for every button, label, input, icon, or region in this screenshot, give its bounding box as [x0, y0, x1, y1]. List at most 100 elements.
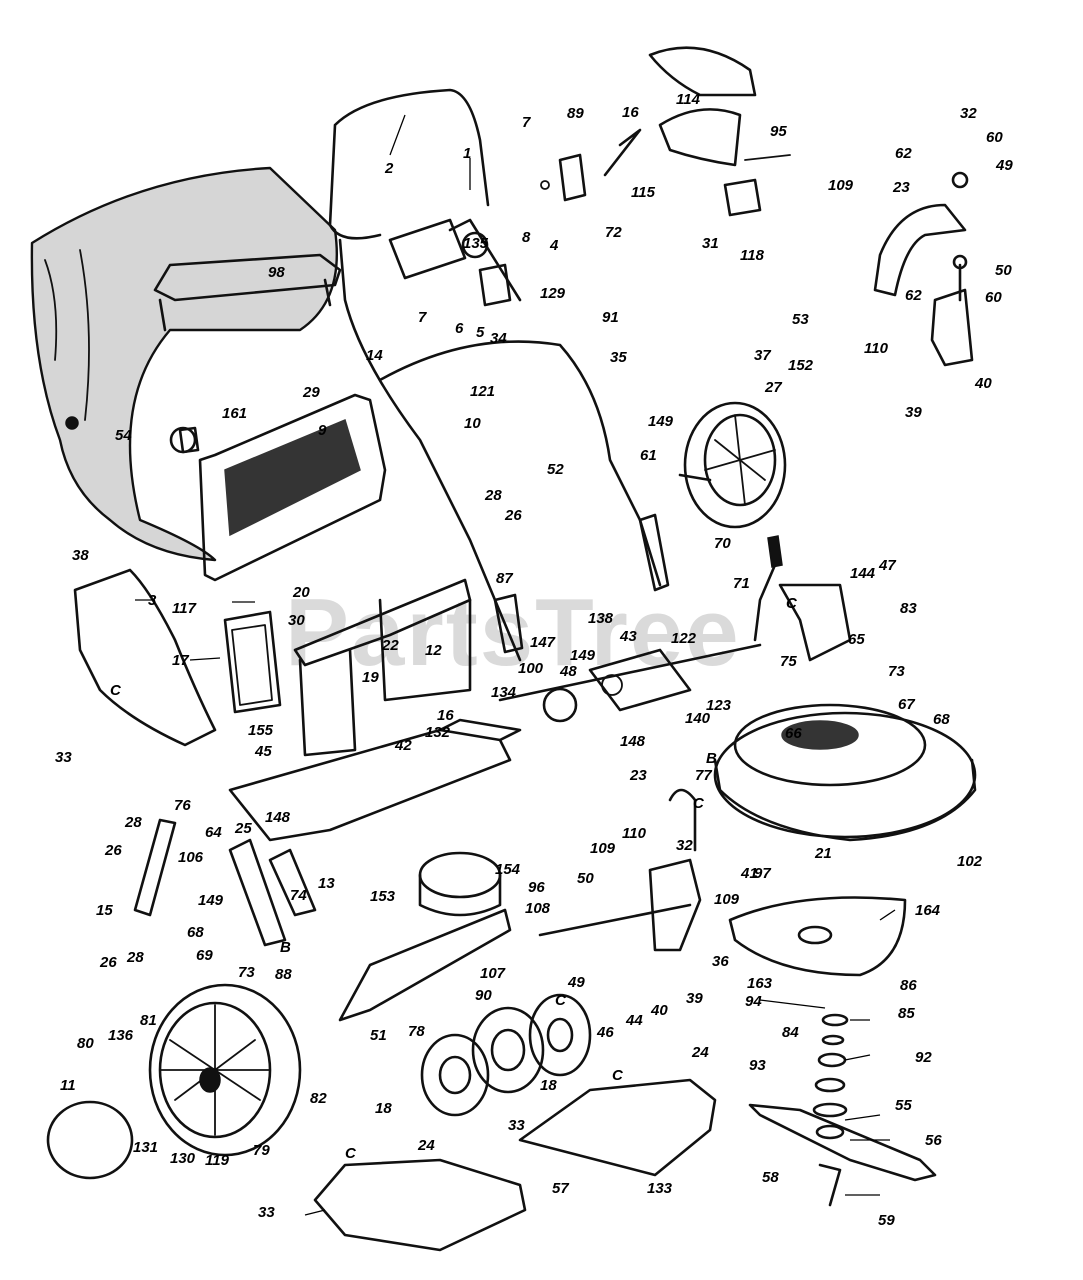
- callout-161: 161: [222, 405, 247, 422]
- blade-adapter-stack: [812, 1013, 849, 1140]
- callout-67: 67: [898, 696, 915, 713]
- callout-100: 100: [518, 660, 544, 677]
- callout-144: 144: [850, 565, 876, 582]
- callout-96: 96: [528, 879, 545, 896]
- callout-53: 53: [792, 311, 809, 328]
- callout-69: 69: [196, 947, 213, 964]
- callout-60a: 60: [986, 129, 1003, 146]
- callout-39b: 39: [686, 990, 703, 1007]
- callout-163: 163: [747, 975, 773, 992]
- callout-75: 75: [780, 653, 797, 670]
- callout-48: 48: [559, 663, 577, 680]
- callout-72: 72: [605, 224, 622, 241]
- callout-14: 14: [366, 347, 383, 364]
- callout-91: 91: [602, 309, 619, 326]
- callout-82: 82: [310, 1090, 327, 1107]
- callout-83: 83: [900, 600, 917, 617]
- rear-baffle: [73, 568, 217, 747]
- rear-door: [223, 610, 282, 714]
- callout-114: 114: [676, 91, 701, 108]
- callout-8: 8: [522, 229, 531, 246]
- wheel-bracket-upper: [873, 171, 974, 367]
- callout-28c: 28: [126, 949, 144, 966]
- callout-2: 2: [384, 160, 394, 177]
- callout-55: 55: [895, 1097, 912, 1114]
- callout-19: 19: [362, 669, 379, 686]
- callout-50a: 50: [995, 262, 1012, 279]
- callout-51: 51: [370, 1027, 387, 1044]
- callout-57: 57: [552, 1180, 569, 1197]
- callout-98: 98: [268, 264, 285, 281]
- cable-clip: [540, 153, 587, 202]
- callout-58: 58: [762, 1169, 779, 1186]
- height-adjust-lever: [753, 535, 852, 662]
- callout-62b: 62: [905, 287, 922, 304]
- letter-c-3: C: [786, 595, 798, 612]
- bag-frame: [198, 393, 387, 582]
- callout-33a: 33: [55, 749, 72, 766]
- callout-154: 154: [495, 861, 521, 878]
- callout-76: 76: [174, 797, 191, 814]
- callout-64: 64: [205, 824, 222, 841]
- callout-61: 61: [640, 447, 657, 464]
- callout-18a: 18: [375, 1100, 392, 1117]
- callout-38: 38: [72, 547, 89, 564]
- callout-94: 94: [745, 993, 762, 1010]
- callout-54: 54: [115, 427, 132, 444]
- callout-66: 66: [785, 725, 802, 742]
- callout-131: 131: [133, 1139, 158, 1156]
- callout-39a: 39: [905, 404, 922, 421]
- control-housing: [388, 218, 512, 307]
- callout-97: 97: [754, 865, 771, 882]
- callout-9: 9: [318, 422, 327, 439]
- callout-10: 10: [464, 415, 481, 432]
- callout-109a: 109: [828, 177, 854, 194]
- bail-lever: [603, 108, 791, 217]
- callout-30: 30: [288, 612, 305, 629]
- callout-149c: 149: [198, 892, 224, 909]
- callout-labels: 1 2 3 4 5 6 7 7 8 9 10 11 12 13 14 15 16…: [55, 91, 1013, 1229]
- left-bracket: [133, 426, 317, 947]
- callout-152: 152: [788, 357, 814, 374]
- callout-33b: 33: [508, 1117, 525, 1134]
- callout-77: 77: [695, 767, 712, 784]
- callout-136: 136: [108, 1027, 134, 1044]
- callout-1: 1: [463, 145, 471, 162]
- callout-65: 65: [848, 631, 865, 648]
- callout-24a: 24: [417, 1137, 435, 1154]
- callout-15: 15: [96, 902, 113, 919]
- callout-164: 164: [915, 902, 941, 919]
- callout-16a: 16: [622, 104, 639, 121]
- callout-80: 80: [77, 1035, 94, 1052]
- callout-148b: 148: [265, 809, 291, 826]
- upper-handle: [328, 88, 522, 662]
- callout-153: 153: [370, 888, 396, 905]
- callout-138: 138: [588, 610, 614, 627]
- front-wheel-left: [46, 983, 302, 1180]
- callout-32b: 32: [676, 837, 693, 854]
- callout-62a: 62: [895, 145, 912, 162]
- callout-149a: 149: [648, 413, 674, 430]
- callout-147: 147: [530, 634, 556, 651]
- discharge-chute-51: [338, 908, 512, 1022]
- callout-40a: 40: [974, 375, 992, 392]
- callout-52: 52: [547, 461, 564, 478]
- callout-109b: 109: [590, 840, 616, 857]
- callout-20: 20: [292, 584, 310, 601]
- letter-c-2: C: [693, 795, 705, 812]
- mower-deck: [713, 703, 977, 842]
- callout-133: 133: [647, 1180, 673, 1197]
- callout-43: 43: [619, 628, 637, 645]
- callout-129: 129: [540, 285, 566, 302]
- callout-132: 132: [425, 724, 451, 741]
- callout-88: 88: [275, 966, 292, 983]
- callout-26b: 26: [104, 842, 122, 859]
- callout-95: 95: [770, 123, 787, 140]
- engine-pulley: [418, 851, 502, 917]
- callout-49a: 49: [995, 157, 1013, 174]
- callout-87: 87: [496, 570, 513, 587]
- letter-c-5: C: [345, 1145, 357, 1162]
- callout-81: 81: [140, 1012, 157, 1029]
- callout-42: 42: [394, 737, 412, 754]
- callout-45: 45: [254, 743, 272, 760]
